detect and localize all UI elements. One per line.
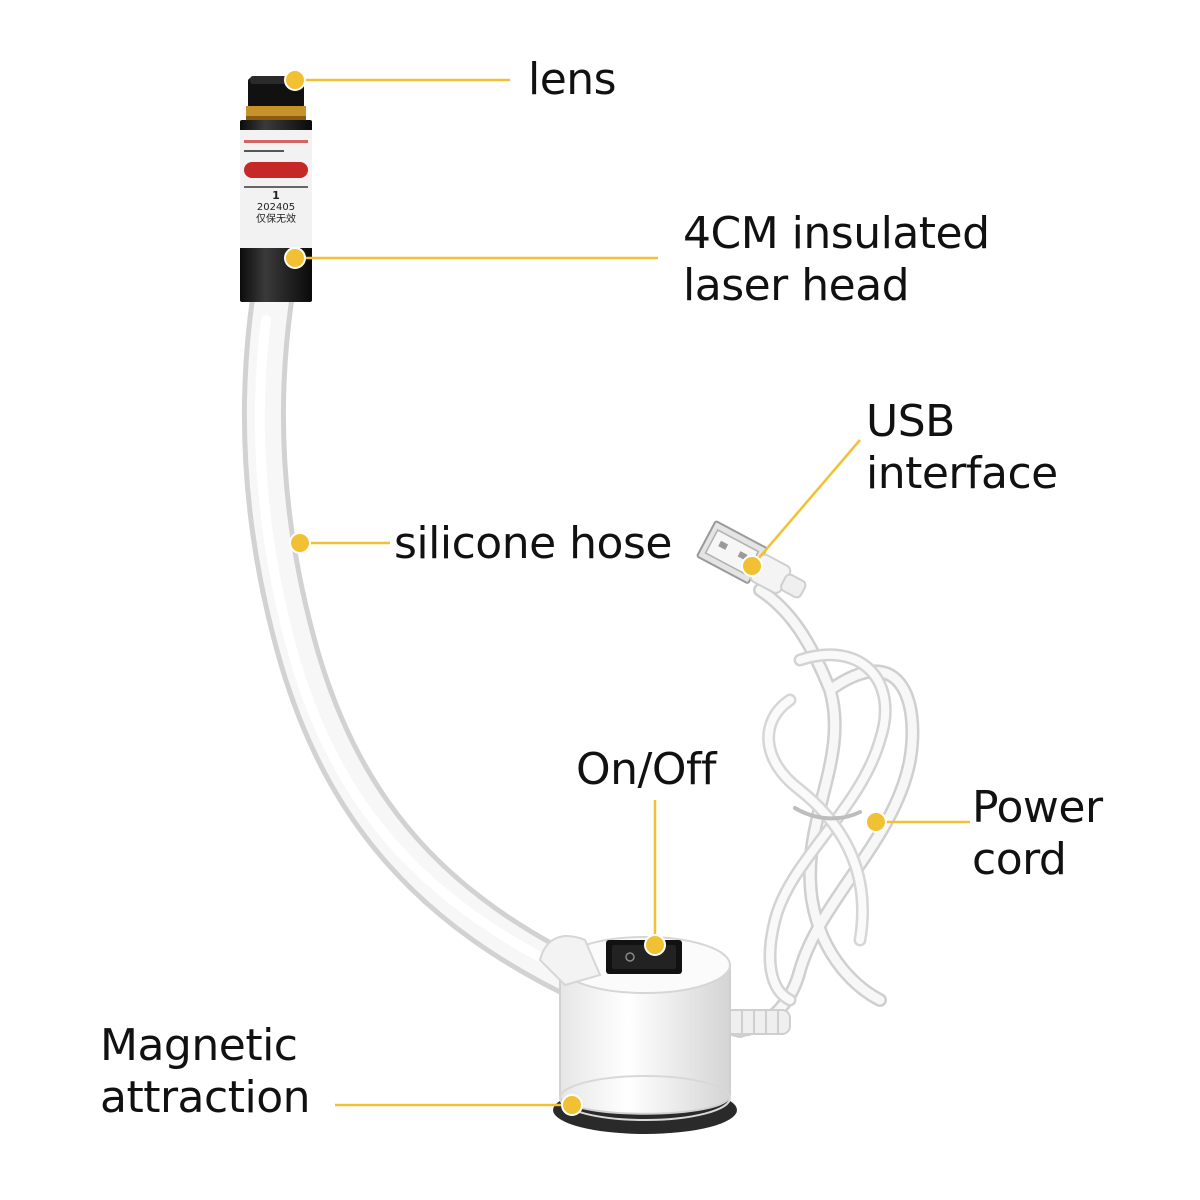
lens-label-text: lens — [528, 54, 617, 105]
laser-head-sticker: 1 202405 仅保无效 — [244, 190, 308, 226]
usb-interface-label: USB interface — [866, 396, 1058, 500]
callout-lines — [295, 78, 970, 1107]
on-off-label: On/Off — [576, 744, 716, 796]
laser-head-label: 4CM insulated laser head — [683, 208, 990, 312]
magnetic-dot — [561, 1094, 583, 1116]
usb-dot — [741, 555, 763, 577]
magnetic-attraction-label-line-2: attraction — [100, 1072, 311, 1123]
power-cord-dot — [865, 811, 887, 833]
usb-interface-label-line-1: USB — [866, 396, 955, 447]
callout-dots — [284, 69, 887, 1116]
silicone-hose-dot — [289, 532, 311, 554]
on-off-label-text: On/Off — [576, 744, 716, 795]
lens-label: lens — [528, 54, 617, 106]
silicone-hose-label: silicone hose — [394, 518, 672, 570]
on-off-switch — [606, 940, 682, 974]
magnetic-attraction-label-line-1: Magnetic — [100, 1020, 298, 1071]
power-cord-label-line-2: cord — [972, 834, 1067, 885]
power-cord-label-line-1: Power — [972, 782, 1103, 833]
laser-head-label-line-2: laser head — [683, 260, 910, 311]
power-cord — [704, 583, 920, 1038]
silicone-hose — [241, 278, 612, 1007]
magnetic-attraction-label: Magnetic attraction — [100, 1020, 311, 1124]
silicone-hose-label-text: silicone hose — [394, 518, 672, 569]
laser-head-dot — [284, 247, 306, 269]
lens-dot — [284, 69, 306, 91]
power-cord-label: Power cord — [972, 782, 1103, 886]
sticker-line-2: 202405 — [256, 202, 296, 213]
laser-head-label-line-1: 4CM insulated — [683, 208, 990, 259]
usb-interface-label-line-2: interface — [866, 448, 1058, 499]
sticker-line-1: 1 — [272, 189, 280, 202]
sticker-line-3: 仅保无效 — [256, 214, 296, 225]
magnetic-base — [538, 935, 737, 1134]
on-off-dot — [644, 934, 666, 956]
